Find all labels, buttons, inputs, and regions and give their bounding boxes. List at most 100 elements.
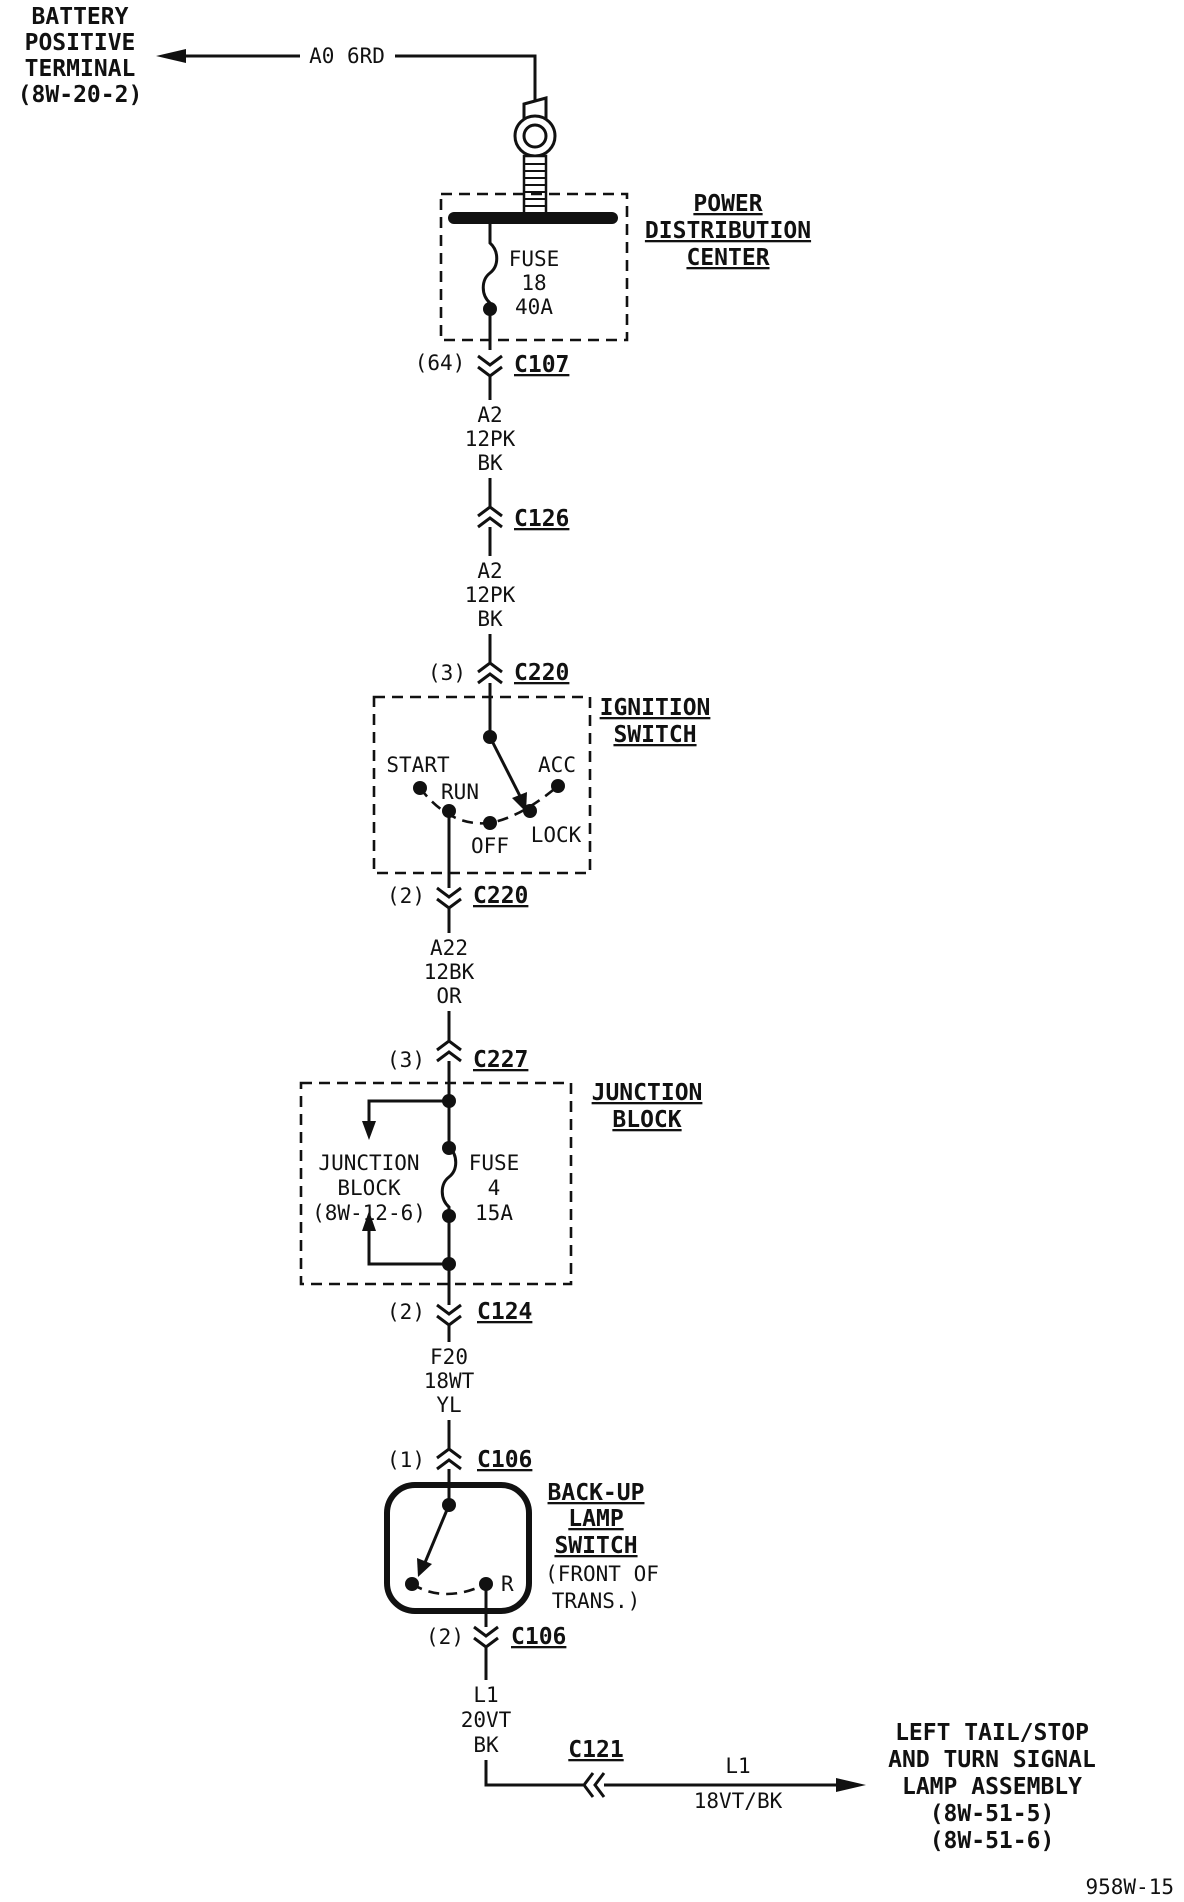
jb-branch-out-arrow-icon: [362, 1121, 376, 1140]
connector-c107: (64) C107: [415, 351, 570, 378]
battery-terminal-stud-icon: [513, 96, 557, 216]
c124-pin: (2): [387, 1300, 425, 1324]
wire-a22-label: A22 12BK OR: [424, 936, 475, 1008]
jb-line1: JUNCTION: [592, 1080, 703, 1106]
ignition-start-dot: [413, 781, 427, 795]
backup-switch-box: [384, 1482, 532, 1614]
lamp-line5: (8W-51-6): [930, 1828, 1055, 1854]
ignition-start-label: START: [386, 753, 450, 777]
ignition-switch-box: [372, 695, 592, 875]
c107-pin: (64): [415, 351, 466, 375]
jb-branch-in: [367, 1228, 449, 1266]
wire-a22-line1: A22: [430, 936, 468, 960]
wire-a22-line3: OR: [436, 984, 462, 1008]
ignition-line2: SWITCH: [613, 722, 696, 748]
pdc-box: [439, 192, 629, 342]
wire-f20-line3: YL: [436, 1393, 461, 1417]
fuse4-line3: 15A: [475, 1201, 513, 1225]
figure-id: 958W-15: [1085, 1875, 1174, 1899]
backup-line3: SWITCH: [554, 1533, 637, 1559]
backup-location-label: (FRONT OF TRANS.): [545, 1562, 659, 1613]
ignition-arm-arrow-icon: [512, 792, 527, 812]
connector-c121: C121: [568, 1737, 624, 1798]
junction-block-label: JUNCTION BLOCK: [592, 1080, 703, 1133]
backup-line2: LAMP: [568, 1506, 623, 1532]
battery-wire-right: [395, 54, 537, 103]
jb-ref-line3: (8W-12-6): [312, 1201, 426, 1225]
wire-a2-1-line1: A2: [477, 403, 502, 427]
fuse4-top-dot: [442, 1141, 456, 1155]
fuse18-line3: 40A: [515, 295, 553, 319]
c106-top-name: C106: [477, 1447, 532, 1473]
fuse4-bottom-dot: [442, 1209, 456, 1223]
wire-l1-label-1: L1 20VT BK: [461, 1683, 512, 1757]
wire-a2-2-line2: 12PK: [465, 583, 516, 607]
battery-line2: POSITIVE: [25, 30, 136, 56]
c227-pin: (3): [387, 1048, 425, 1072]
c126-name: C126: [514, 506, 569, 532]
wire-l1-1-line1: L1: [473, 1683, 498, 1707]
fuse18-line1: FUSE: [509, 247, 560, 271]
lamp-arrow-icon: [836, 1778, 866, 1792]
pdc-line3: CENTER: [686, 245, 769, 271]
ignition-switch-label: IGNITION SWITCH: [600, 695, 711, 748]
backup-line5: TRANS.): [552, 1589, 641, 1613]
wire-l1-run-left: [484, 1760, 583, 1787]
c121-name: C121: [568, 1737, 623, 1763]
lamp-line4: (8W-51-5): [930, 1801, 1055, 1827]
connector-c124: (2) C124: [387, 1299, 532, 1327]
connector-c106-bottom: (2) C106: [426, 1624, 566, 1650]
c124-name: C124: [477, 1299, 532, 1325]
lamp-assembly-label: LEFT TAIL/STOP AND TURN SIGNAL LAMP ASSE…: [888, 1720, 1096, 1854]
backup-r-label: R: [501, 1572, 514, 1596]
ignition-off-label: OFF: [471, 834, 509, 858]
ignition-lock-label: LOCK: [531, 823, 582, 847]
backup-arm-arrow-icon: [417, 1558, 432, 1577]
wire-a2-1-line2: 12PK: [465, 427, 516, 451]
battery-arrow-icon: [156, 49, 186, 63]
jb-branch-out: [367, 1099, 449, 1125]
wire-l1-2-line1: L1: [725, 1754, 750, 1778]
ignition-run-label: RUN: [441, 780, 479, 804]
backup-arm: [422, 1504, 451, 1566]
wire-l1-1-line2: 20VT: [461, 1708, 512, 1732]
backup-line4: (FRONT OF: [545, 1562, 659, 1586]
fuse4-line1: FUSE: [469, 1151, 520, 1175]
backup-switch-label: BACK-UP LAMP SWITCH: [548, 1480, 645, 1559]
battery-line1: BATTERY: [32, 4, 129, 30]
c227-name: C227: [473, 1047, 528, 1073]
ignition-off-dot: [483, 816, 497, 830]
wire-l1-label-2: L1 18VT/BK: [694, 1754, 783, 1813]
pdc-line1: POWER: [693, 191, 762, 217]
wire-f20-label: F20 18WT YL: [424, 1345, 475, 1417]
ignition-arm: [488, 736, 524, 801]
jb-ref-line1: JUNCTION: [318, 1151, 419, 1175]
ignition-line1: IGNITION: [600, 695, 711, 721]
backup-detent-arc: [411, 1582, 487, 1596]
ignition-acc-dot: [551, 779, 565, 793]
wire-a22-line2: 12BK: [424, 960, 475, 984]
wire-a2-2-line1: A2: [477, 559, 502, 583]
ignition-lock-dot: [523, 804, 537, 818]
fuse18-symbol: [481, 218, 499, 350]
connector-c227: (3) C227: [387, 1039, 528, 1073]
backup-neutral-dot: [405, 1577, 419, 1591]
connector-c126: C126: [477, 505, 569, 532]
wire-a2-1-line3: BK: [477, 451, 503, 475]
jb-branch-in-arrow-icon: [362, 1211, 376, 1231]
fuse4-line2: 4: [488, 1176, 501, 1200]
wire-a2-2-line3: BK: [477, 607, 503, 631]
wire-l1-1-line3: BK: [473, 1733, 499, 1757]
c220-bot-name: C220: [473, 883, 528, 909]
jb-reference-label: JUNCTION BLOCK (8W-12-6): [312, 1151, 426, 1225]
lamp-line1: LEFT TAIL/STOP: [895, 1720, 1089, 1746]
connector-c220-bottom: (2) C220: [387, 883, 528, 910]
pdc-label: POWER DISTRIBUTION CENTER: [645, 191, 811, 271]
battery-line3: TERMINAL: [25, 56, 136, 82]
lamp-line3: LAMP ASSEMBLY: [902, 1774, 1082, 1800]
c106-top-pin: (1): [387, 1448, 425, 1472]
fuse18-label: FUSE 18 40A: [509, 247, 560, 319]
wire-a0-label: A0 6RD: [309, 44, 385, 68]
wire-f20-line2: 18WT: [424, 1369, 475, 1393]
